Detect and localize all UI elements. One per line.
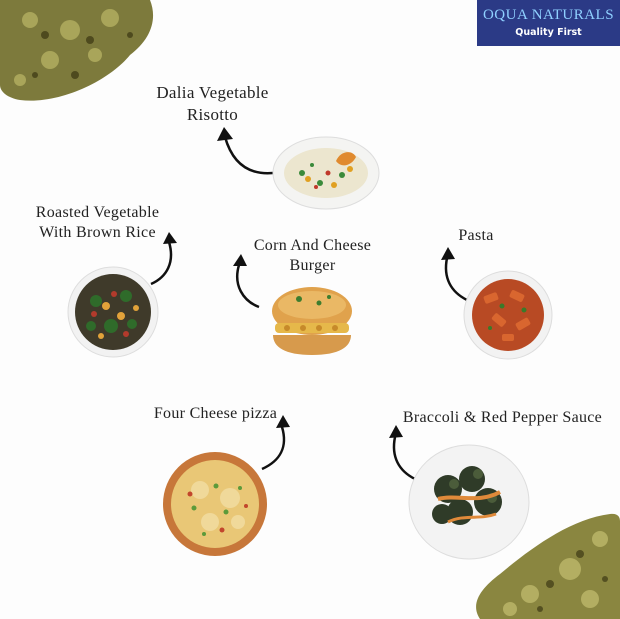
burger-image bbox=[272, 287, 352, 355]
arrow-risotto bbox=[217, 127, 274, 175]
dish-label-roasted-vegetable-line2: With Brown Rice bbox=[39, 224, 156, 241]
dish-label-risotto-line2: Risotto bbox=[186, 105, 239, 124]
dish-label-burger: Corn And Cheese Burger bbox=[240, 236, 385, 276]
dish-label-burger-line1: Corn And Cheese bbox=[253, 237, 372, 254]
dish-label-pizza: Four Cheese pizza bbox=[143, 404, 288, 424]
arrow-roasted-vegetable bbox=[150, 232, 177, 286]
dish-label-broccoli-line1: Braccoli & Red Pepper Sauce bbox=[402, 409, 603, 426]
brand-logo: OQUA NATURALS Quality First bbox=[477, 0, 620, 46]
brand-tagline: Quality First bbox=[515, 27, 582, 38]
arrow-pasta bbox=[441, 247, 468, 302]
dish-label-risotto: Dalia Vegetable Risotto bbox=[140, 82, 285, 126]
roasted-vegetable-bowl-image bbox=[67, 266, 159, 358]
dish-label-pasta: Pasta bbox=[446, 226, 506, 246]
dish-label-burger-line2: Burger bbox=[289, 257, 336, 274]
risotto-bowl-image bbox=[272, 136, 380, 210]
broccoli-plate-image bbox=[408, 444, 530, 560]
arrow-broccoli bbox=[389, 425, 416, 481]
pasta-bowl-image bbox=[463, 270, 553, 360]
arrow-pizza bbox=[261, 415, 290, 471]
herbs-bottom-right-image bbox=[476, 513, 620, 619]
dish-label-risotto-line1: Dalia Vegetable bbox=[156, 83, 269, 102]
dish-label-pasta-line1: Pasta bbox=[458, 227, 494, 244]
dish-label-roasted-vegetable: Roasted Vegetable With Brown Rice bbox=[25, 203, 170, 243]
arrow-burger bbox=[233, 254, 260, 309]
dish-label-broccoli: Braccoli & Red Pepper Sauce bbox=[400, 408, 605, 428]
herbs-top-left-image bbox=[0, 0, 154, 101]
brand-name: OQUA NATURALS bbox=[482, 7, 615, 23]
dish-label-roasted-vegetable-line1: Roasted Vegetable bbox=[35, 204, 160, 221]
pizza-image bbox=[163, 452, 267, 556]
dish-label-pizza-line1: Four Cheese pizza bbox=[153, 405, 278, 422]
